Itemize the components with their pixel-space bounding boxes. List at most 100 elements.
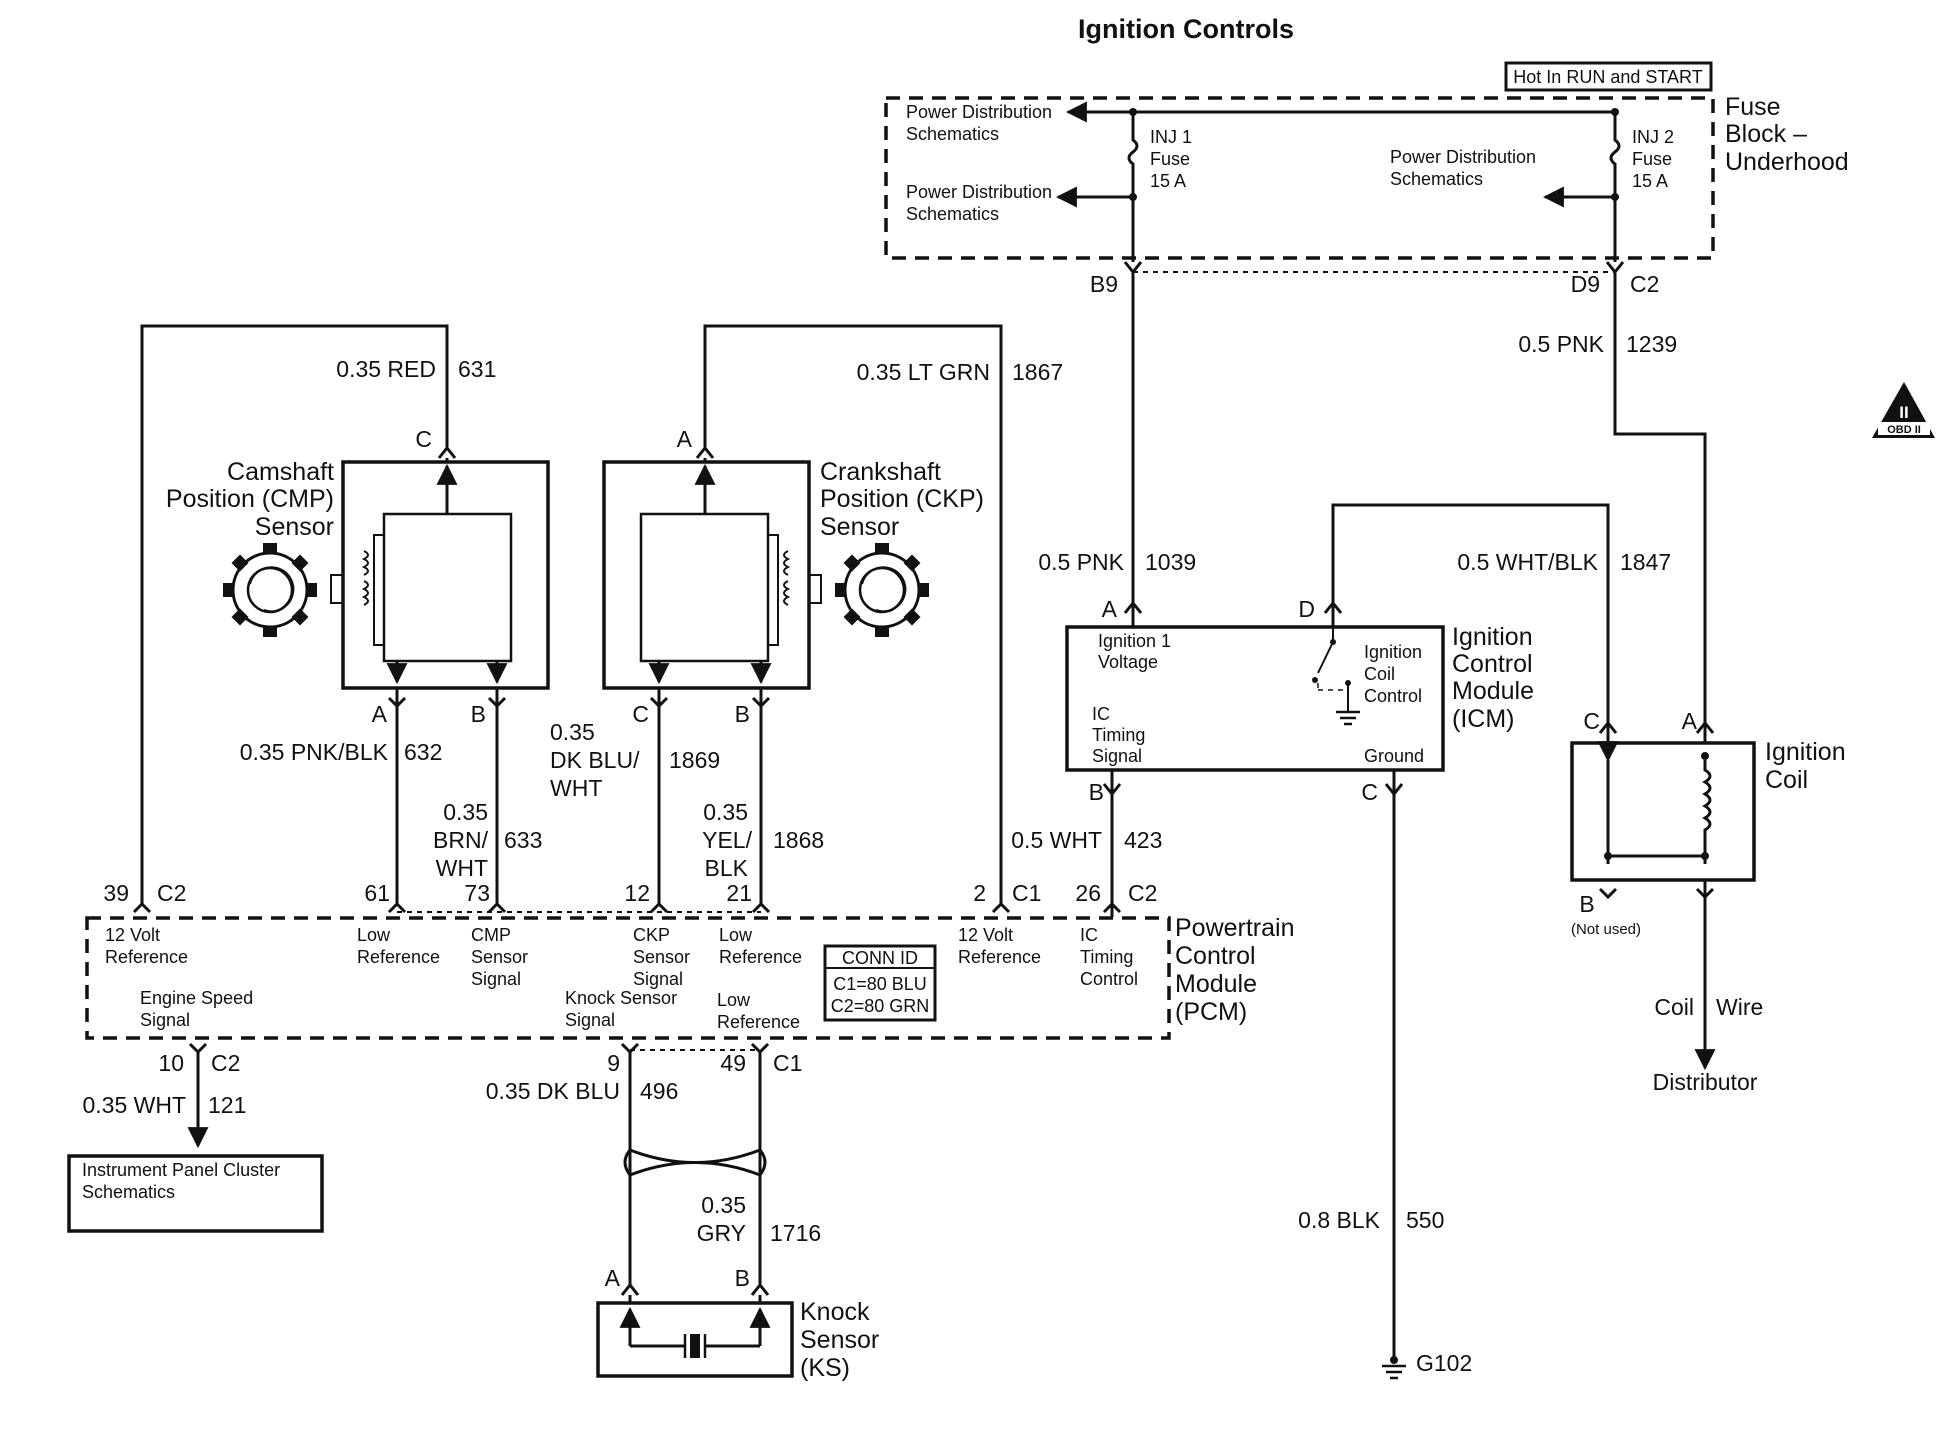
wire-1847-circuit: 1847: [1620, 549, 1671, 575]
wire-633-gauge: 0.35 BRN/ WHT: [433, 799, 489, 881]
svg-text:Ignition: Ignition: [1452, 623, 1533, 651]
svg-text:Control: Control: [1175, 942, 1256, 970]
svg-text:C1=80 BLU: C1=80 BLU: [833, 974, 927, 994]
svg-text:Schematics: Schematics: [82, 1182, 175, 1202]
pcm-pin-39: 39: [103, 880, 129, 906]
svg-text:Underhood: Underhood: [1725, 148, 1849, 176]
icm-pin-d-connector: [1323, 600, 1343, 614]
ckp-pickup-coil: [767, 534, 822, 646]
svg-text:II: II: [1899, 403, 1908, 422]
hot-label: Hot In RUN and START: [1513, 67, 1702, 87]
pcm-pin-12: 12: [624, 880, 650, 906]
ckp-pin-c: C: [632, 701, 649, 727]
b9-label: B9: [1090, 271, 1118, 297]
svg-text:Ignition: Ignition: [1364, 642, 1422, 662]
svg-text:Ignition: Ignition: [1765, 738, 1846, 766]
svg-text:15 A: 15 A: [1632, 171, 1668, 191]
wire-496-gauge: 0.35 DK BLU: [486, 1078, 620, 1104]
ckp-sensor-element: [639, 512, 770, 663]
pcm-pin-10-connector: [188, 1042, 208, 1055]
svg-text:BLK: BLK: [705, 855, 749, 881]
ipc-schematics-label: Instrument Panel Cluster Schematics: [82, 1160, 280, 1202]
pcm-low-reference-2: Low Reference: [719, 925, 802, 967]
ks-pin-b-connector: [750, 1282, 770, 1296]
svg-text:Coil: Coil: [1364, 664, 1395, 684]
twisted-pair-shield: [623, 1148, 767, 1177]
pcm-low-reference-1: Low Reference: [357, 925, 440, 967]
svg-text:Position (CMP): Position (CMP): [166, 485, 334, 513]
icm-pin-c: C: [1361, 779, 1378, 805]
wire-1239-gauge: 0.5 PNK: [1518, 331, 1604, 357]
pcm-pin-26-conn: C2: [1128, 880, 1157, 906]
icm-label: Ignition Control Module (ICM): [1452, 623, 1534, 733]
inj1-fuse: [1127, 112, 1139, 262]
svg-text:Reference: Reference: [105, 947, 188, 967]
svg-text:12 Volt: 12 Volt: [958, 925, 1013, 945]
svg-text:Low: Low: [717, 990, 751, 1010]
svg-text:INJ 1: INJ 1: [1150, 127, 1192, 147]
svg-text:Power Distribution: Power Distribution: [906, 182, 1052, 202]
svg-text:Timing: Timing: [1092, 725, 1145, 745]
hot-label-box: [1504, 61, 1713, 92]
pcm-cmp-signal: CMP Sensor Signal: [471, 925, 528, 989]
pcm-top-connectors: [132, 901, 1122, 914]
svg-text:C2=80 GRN: C2=80 GRN: [831, 996, 930, 1016]
svg-text:Signal: Signal: [1092, 746, 1142, 766]
wire-1039-gauge: 0.5 PNK: [1038, 549, 1124, 575]
wire-1039-circuit: 1039: [1145, 549, 1196, 575]
pcm-label: Powertrain Control Module (PCM): [1175, 914, 1295, 1026]
pcm-12v-reference-2: 12 Volt Reference: [958, 925, 1041, 967]
svg-text:(KS): (KS): [800, 1354, 850, 1382]
pcm-12v-reference-1: 12 Volt Reference: [105, 925, 188, 967]
svg-text:Power Distribution: Power Distribution: [906, 102, 1052, 122]
svg-text:Camshaft: Camshaft: [227, 458, 334, 486]
cmp-sensor-label: Camshaft Position (CMP) Sensor: [166, 458, 334, 541]
ckp-reluctor-wheel-icon: [835, 543, 929, 637]
pcm-pin-10: 10: [158, 1050, 184, 1076]
cmp-pin-c-connector: [437, 445, 457, 459]
svg-text:Reference: Reference: [717, 1012, 800, 1032]
ckp-pin-b: B: [735, 701, 750, 727]
coil-pin-a-connector: [1695, 720, 1715, 734]
icm-pin-a: A: [1102, 596, 1118, 622]
wire-1868-circuit: 1868: [773, 827, 824, 853]
ckp-sensor-label: Crankshaft Position (CKP) Sensor: [820, 458, 984, 541]
wire-121-gauge: 0.35 WHT: [82, 1092, 186, 1118]
pcm-low-reference-3: Low Reference: [717, 990, 800, 1032]
cmp-pin-c: C: [415, 426, 432, 452]
svg-text:Instrument Panel Cluster: Instrument Panel Cluster: [82, 1160, 280, 1180]
svg-text:Sensor: Sensor: [471, 947, 528, 967]
svg-text:Engine Speed: Engine Speed: [140, 988, 253, 1008]
d9-connector: [1605, 261, 1625, 275]
wire-423-gauge: 0.5 WHT: [1011, 827, 1102, 853]
svg-text:OBD II: OBD II: [1887, 424, 1921, 436]
wire-632-circuit: 632: [404, 739, 442, 765]
obd-ii-badge: II OBD II: [1872, 382, 1935, 438]
wire-631-gauge: 0.35 RED: [336, 356, 436, 382]
pcm-knock-sensor-signal: Knock Sensor Signal: [565, 988, 677, 1030]
wire-1869-circuit: 1869: [669, 747, 720, 773]
ipc-schematics-box: [67, 1154, 324, 1233]
svg-text:Schematics: Schematics: [906, 204, 999, 224]
diagram-title: Ignition Controls: [1078, 14, 1294, 44]
svg-text:WHT: WHT: [436, 855, 488, 881]
svg-text:0.35: 0.35: [703, 799, 748, 825]
pcm-pin-2-conn: C1: [1012, 880, 1041, 906]
coil-wire-label-2: Wire: [1716, 994, 1763, 1020]
conn-id-label: CONN ID C1=80 BLU C2=80 GRN: [831, 948, 930, 1016]
wire-121-circuit: 121: [208, 1092, 246, 1118]
icm-ground-label: Ground: [1364, 746, 1424, 766]
ks-pin-a-connector: [620, 1282, 640, 1296]
svg-text:12 Volt: 12 Volt: [105, 925, 160, 945]
pcm-pin-49-conn: C1: [773, 1050, 802, 1076]
svg-text:Knock: Knock: [800, 1298, 870, 1326]
svg-text:Fuse: Fuse: [1150, 149, 1190, 169]
pcm-engine-speed-signal: Engine Speed Signal: [140, 988, 253, 1030]
wire-631: [140, 324, 449, 904]
coil-pin-c-connector: [1598, 720, 1618, 734]
pcm-pin-2: 2: [973, 880, 986, 906]
svg-text:Powertrain: Powertrain: [1175, 914, 1295, 942]
svg-text:Module: Module: [1452, 677, 1534, 705]
